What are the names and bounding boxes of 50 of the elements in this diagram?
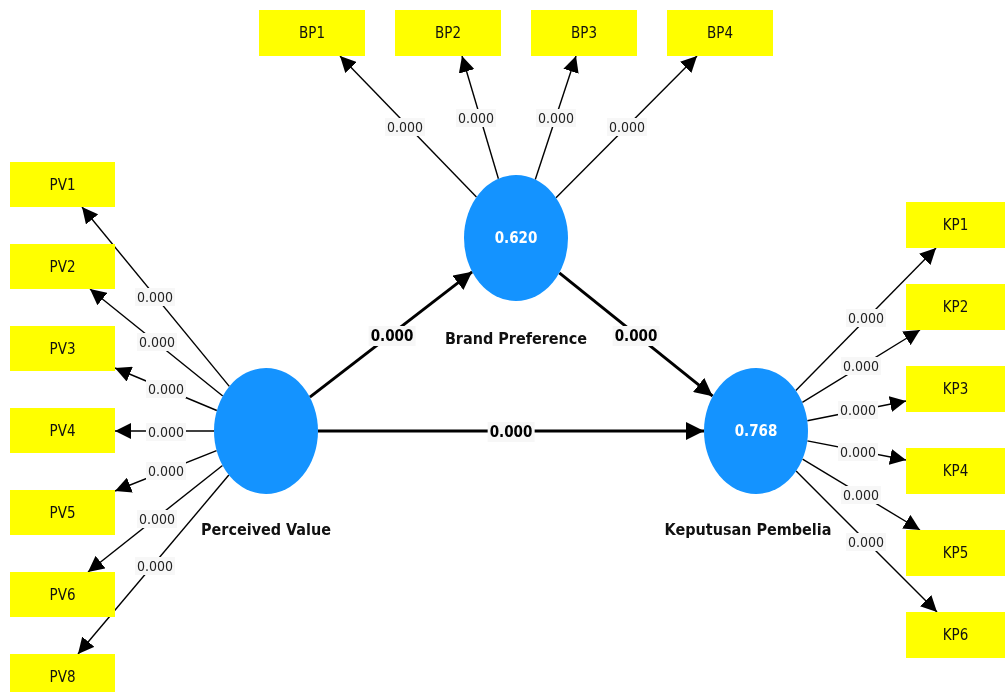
edge-label: 0.000 [536,109,576,127]
indicator-box: BP1 [259,10,365,56]
arrow [795,247,937,392]
edge-label: 0.000 [385,118,425,136]
indicator-box: KP1 [906,202,1005,248]
indicator-box: PV5 [10,490,115,535]
edge-label: 0.000 [146,462,186,480]
edge-label: 0.000 [368,326,416,346]
edge-label: 0.000 [146,423,186,441]
construct-name: Perceived Value [201,520,331,539]
construct-name: Keputusan Pembelia [664,520,832,539]
arrow [81,206,230,388]
indicator-box: PV1 [10,162,115,207]
indicator-box: KP6 [906,612,1005,658]
indicator-box: PV3 [10,326,115,371]
arrow [318,422,704,440]
construct-name: Brand Preference [444,329,588,348]
edge-label: 0.000 [838,443,878,461]
r-squared-value: 0.620 [493,229,539,247]
r-squared-value: 0.768 [733,422,779,440]
edge-label: 0.000 [846,309,886,327]
indicator-box: BP3 [531,10,637,56]
indicator-box: KP2 [906,284,1005,330]
arrow [558,271,714,398]
arrow [555,55,698,199]
edge-label: 0.000 [135,557,175,575]
arrow [339,55,478,198]
edge-label: 0.000 [841,357,881,375]
edge-label: 0.000 [838,401,878,419]
indicator-box: PV2 [10,244,115,289]
edge-label: 0.000 [612,326,660,346]
indicator-box: KP3 [906,366,1005,412]
edge-label: 0.000 [456,109,496,127]
edge-label: 0.000 [607,118,647,136]
indicator-box: BP4 [667,10,773,56]
edge-label: 0.000 [841,486,881,504]
arrow [795,470,938,613]
edge-label: 0.000 [846,533,886,551]
edge-label: 0.000 [137,333,177,351]
arrow [77,474,230,655]
edge-label: 0.000 [146,380,186,398]
edge-label: 0.000 [135,288,175,306]
edge-label: 0.000 [137,510,177,528]
indicator-box: PV6 [10,572,115,617]
indicator-box: PV4 [10,408,115,453]
edge-label: 0.000 [487,422,535,442]
indicator-box: PV8 [10,654,115,692]
indicator-box: KP4 [906,448,1005,494]
indicator-box: BP2 [395,10,501,56]
indicator-box: KP5 [906,530,1005,576]
